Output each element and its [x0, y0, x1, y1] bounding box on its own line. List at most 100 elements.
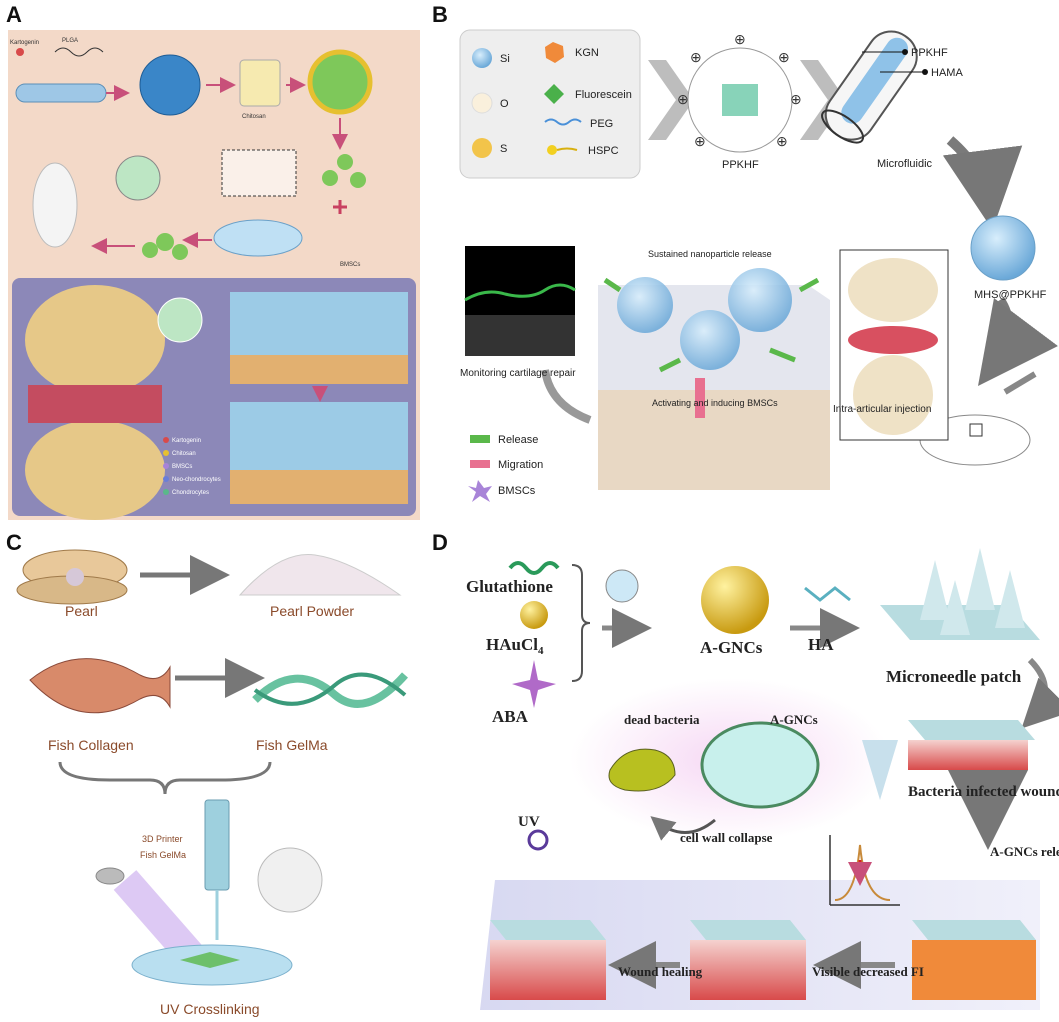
panel-b: ⊕ ⊕ ⊕ ⊕ ⊕ ⊕ ⊕ [459, 29, 1058, 502]
rat-top-view [32, 162, 78, 248]
fi-peak [834, 844, 891, 901]
panel-c-letter: C [6, 530, 22, 555]
needle-in-glow [862, 740, 898, 800]
label-haucl: HAuCl4 [486, 635, 544, 657]
label-microfluidic: Microfluidic [877, 158, 933, 170]
wound-stage-healed [490, 920, 606, 1000]
label-fish-collagen: Fish Collagen [48, 737, 134, 753]
legend-a-neo-chondrocytes: Neo-chondrocytes [172, 477, 221, 483]
callout-hama: HAMA [931, 67, 963, 79]
subchondral-after [230, 470, 408, 504]
legend-bmsc-shape [468, 480, 492, 502]
label-pearl: Pearl [65, 603, 98, 619]
microfluidic-tube [821, 30, 918, 144]
svg-text:⊕: ⊕ [690, 49, 702, 65]
panel-a-letter: A [6, 2, 22, 27]
svg-text:⊕: ⊕ [778, 49, 790, 65]
panel-a [8, 30, 420, 520]
svg-text:⊕: ⊕ [790, 91, 802, 107]
svg-text:⊕: ⊕ [734, 31, 746, 47]
label-fish-gelma: Fish GelMa [256, 737, 328, 753]
np-small-2 [322, 170, 338, 186]
panel-d-letter: D [432, 530, 448, 555]
microsphere-2 [728, 268, 792, 332]
uv-lamp [95, 867, 125, 885]
legend-a-chitosan: Chitosan [172, 451, 196, 457]
needle-2 [965, 548, 995, 610]
brace [58, 761, 272, 795]
live-bacterium [700, 721, 820, 809]
panel-b-letter: B [432, 2, 448, 27]
arrow-b-curve-2 [978, 297, 1058, 387]
label-mhs: MHS@PPKHF [974, 289, 1047, 301]
legend-kgn: KGN [575, 47, 599, 59]
zoom-circle-a [115, 155, 161, 201]
glutathione-icon [508, 561, 560, 575]
aba-icon [512, 660, 556, 708]
printer-nozzle [204, 799, 230, 891]
label-kartogenin: Kartogenin [10, 40, 39, 46]
label-pearl-powder: Pearl Powder [270, 603, 354, 619]
hspc-head [547, 145, 557, 155]
fluorescein-shape [544, 84, 564, 104]
legend-a-chondrocytes: Chondrocytes [172, 490, 209, 496]
svg-text:⊕: ⊕ [776, 133, 788, 149]
arrow-collapse [650, 816, 716, 841]
label-intra: Intra-articular injection [833, 404, 931, 415]
brace-d [571, 564, 591, 682]
microsphere-1 [617, 277, 673, 333]
wound-patch [908, 720, 1035, 740]
label-glutathione: Glutathione [466, 577, 553, 596]
svg-text:⊕: ⊕ [677, 91, 689, 107]
ppkhf-core [722, 84, 758, 116]
plga-nanoparticle [139, 54, 201, 116]
label-bmscs-a: BMSCs [340, 262, 360, 268]
label-cell-wall-collapse: cell wall collapse [680, 830, 773, 845]
label-chitosan-beaker: Chitosan [242, 114, 266, 120]
label-monitoring: Monitoring cartilage repair [460, 368, 576, 379]
panel-c [16, 549, 408, 986]
pearl [66, 568, 84, 586]
label-visible-decreased-fi: Visible decreased FI [812, 964, 924, 979]
panel-d [480, 548, 1059, 1010]
knee-joint [848, 326, 938, 354]
gelma-zoom-circle [257, 847, 323, 913]
label-agncs: A-GNCs [700, 638, 763, 657]
o-sphere [471, 92, 493, 114]
legend-release: Release [498, 434, 538, 446]
label-activating: Activating and inducing BMSCs [652, 398, 778, 408]
np-small-3 [350, 172, 366, 188]
needle-4 [940, 580, 970, 635]
legend-migration: Migration [498, 459, 543, 471]
label-agncs-release: A-GNCs release [990, 844, 1059, 859]
label-uv-crosslinking: UV Crosslinking [160, 1001, 260, 1017]
label-printer-gelma: Fish GelMa [140, 850, 186, 860]
label-aba: ABA [492, 707, 529, 726]
mhs-sphere [970, 215, 1036, 281]
syringe [1003, 371, 1037, 395]
zoom-box [221, 149, 297, 197]
printed-scaffold [180, 952, 240, 968]
haucl4-icon [520, 601, 548, 629]
si-sphere [472, 48, 492, 68]
svg-text:⊕: ⊕ [694, 133, 706, 149]
label-3d-printer: 3D Printer [142, 834, 183, 844]
scaffold-bone [598, 390, 830, 490]
zoom-circle-joint [157, 297, 203, 343]
arrow-monitoring [541, 369, 592, 424]
legend-box-b [459, 29, 641, 179]
label-wound-healing: Wound healing [618, 964, 703, 979]
np-cluster-1 [156, 233, 174, 251]
plga-tube [15, 83, 107, 103]
wound-stage-treating [690, 920, 806, 1000]
legend-hspc: HSPC [588, 145, 619, 157]
tibia-bone [25, 420, 165, 520]
knee-femur [848, 258, 938, 322]
plga-structure [54, 47, 104, 57]
gelma-helix-1 [252, 672, 408, 708]
arrow-d3 [1021, 657, 1059, 729]
needle-1 [920, 560, 950, 620]
label-ppkhf: PPKHF [722, 159, 759, 171]
legend-a-kartogenin: Kartogenin [172, 438, 201, 444]
